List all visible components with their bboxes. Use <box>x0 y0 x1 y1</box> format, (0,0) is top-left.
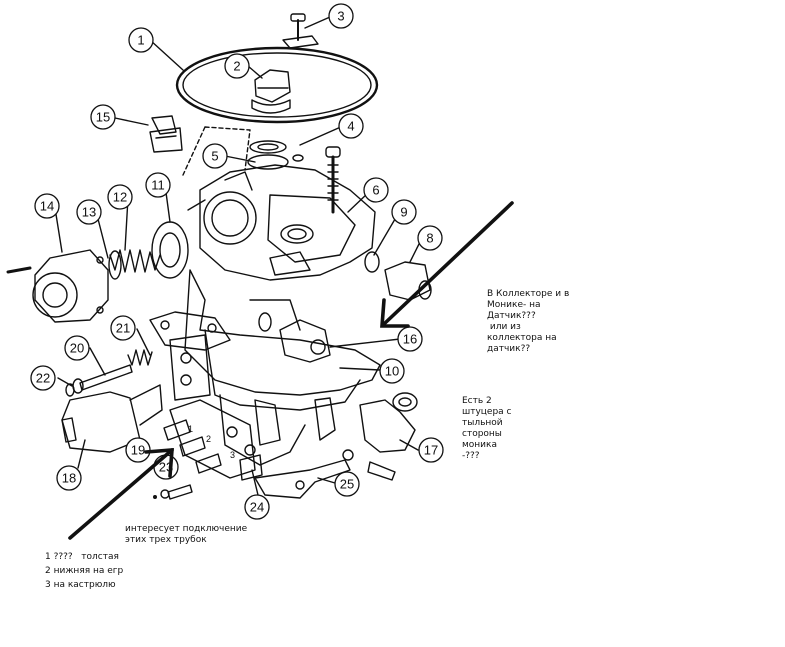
callout-circle-8 <box>417 225 443 251</box>
callout-circle-11 <box>145 172 171 198</box>
callout-num: 24 <box>250 500 264 515</box>
callout-num: 21 <box>116 321 130 336</box>
spring-12 <box>108 249 161 280</box>
throttle-body-upper <box>199 164 376 281</box>
tube-mark-3: 3 <box>230 450 235 460</box>
clip-15 <box>149 115 183 153</box>
callout-circle-10 <box>379 358 405 384</box>
callout-circle-1 <box>128 27 154 53</box>
callout-num: 8 <box>426 231 433 246</box>
callout-num: 12 <box>113 190 127 205</box>
callout-num: 25 <box>340 477 354 492</box>
screw-head-22 <box>65 383 75 397</box>
fitting-8 <box>364 251 432 301</box>
annotation-arrow-left <box>68 448 174 540</box>
plate-gasket <box>149 311 231 351</box>
legend-item-2: 2 нижняя на егр <box>45 566 124 576</box>
callout-circle-12 <box>107 184 133 210</box>
callout-circle-21 <box>110 315 136 341</box>
throttle-body-lower <box>169 269 381 466</box>
callout-circle-13 <box>76 199 102 225</box>
callout-circle-5 <box>202 143 228 169</box>
callout-circle-25 <box>334 471 360 497</box>
callout-num: 5 <box>211 149 218 164</box>
gasket-ring <box>175 46 379 124</box>
tube-mark-2: 2 <box>206 434 211 444</box>
callout-circle-3 <box>328 3 354 29</box>
callout-num: 17 <box>424 443 438 458</box>
callout-circle-6 <box>363 177 389 203</box>
center-nut <box>251 69 291 114</box>
diaphragm-11 <box>151 199 206 279</box>
actuator-14 <box>6 249 109 323</box>
screw-23 <box>160 484 193 500</box>
top-screw <box>282 13 319 49</box>
dot-mark <box>153 495 157 499</box>
legend-item-3: 3 на кастрюлю <box>45 580 116 590</box>
callout-num: 4 <box>347 119 354 134</box>
callout-circle-24 <box>244 494 270 520</box>
callout-circle-17 <box>418 437 444 463</box>
callout-num: 13 <box>82 205 96 220</box>
callout-circle-22 <box>30 365 56 391</box>
callout-circle-18 <box>56 465 82 491</box>
annotation-two-fittings: Есть 2 штуцера с тыльной стороны моника … <box>462 396 512 461</box>
tube-mark-1: 1 <box>188 424 193 434</box>
legend-item-1: 1 ???? толстая <box>45 552 119 562</box>
callout-num: 6 <box>372 183 379 198</box>
callout-num: 1 <box>137 33 144 48</box>
callout-num: 16 <box>403 332 417 347</box>
callout-num: 11 <box>151 178 165 193</box>
callout-circle-4 <box>338 113 364 139</box>
callout-num: 20 <box>70 341 84 356</box>
callout-num: 15 <box>96 110 110 125</box>
callout-circle-14 <box>34 193 60 219</box>
callout-circle-20 <box>64 335 90 361</box>
fitting-16 <box>258 312 331 363</box>
callout-num: 18 <box>62 471 76 486</box>
annotation-arrow-right <box>380 201 514 328</box>
bracket-25 <box>254 459 351 499</box>
callout-circle-2 <box>224 53 250 79</box>
annotation-collector-question: В Коллекторе и в Монике- на Датчик??? ил… <box>487 289 570 354</box>
callout-num: 9 <box>400 205 407 220</box>
callout-num: 10 <box>385 364 399 379</box>
callout-num: 14 <box>40 199 54 214</box>
callout-circle-9 <box>391 199 417 225</box>
spring-21 <box>127 349 153 366</box>
callout-circle-16 <box>397 326 423 352</box>
long-bolt <box>325 146 341 214</box>
tube-fittings-block <box>163 399 256 479</box>
callout-num: 19 <box>131 443 145 458</box>
callout-num: 3 <box>337 9 344 24</box>
callout-num: 2 <box>233 59 240 74</box>
callout-num: 22 <box>36 371 50 386</box>
annotation-tubes-interest: интересует подключение этих трех трубок <box>125 524 248 545</box>
sensor-17 <box>342 392 418 481</box>
connector-18 <box>61 384 163 453</box>
callout-circle-15 <box>90 104 116 130</box>
